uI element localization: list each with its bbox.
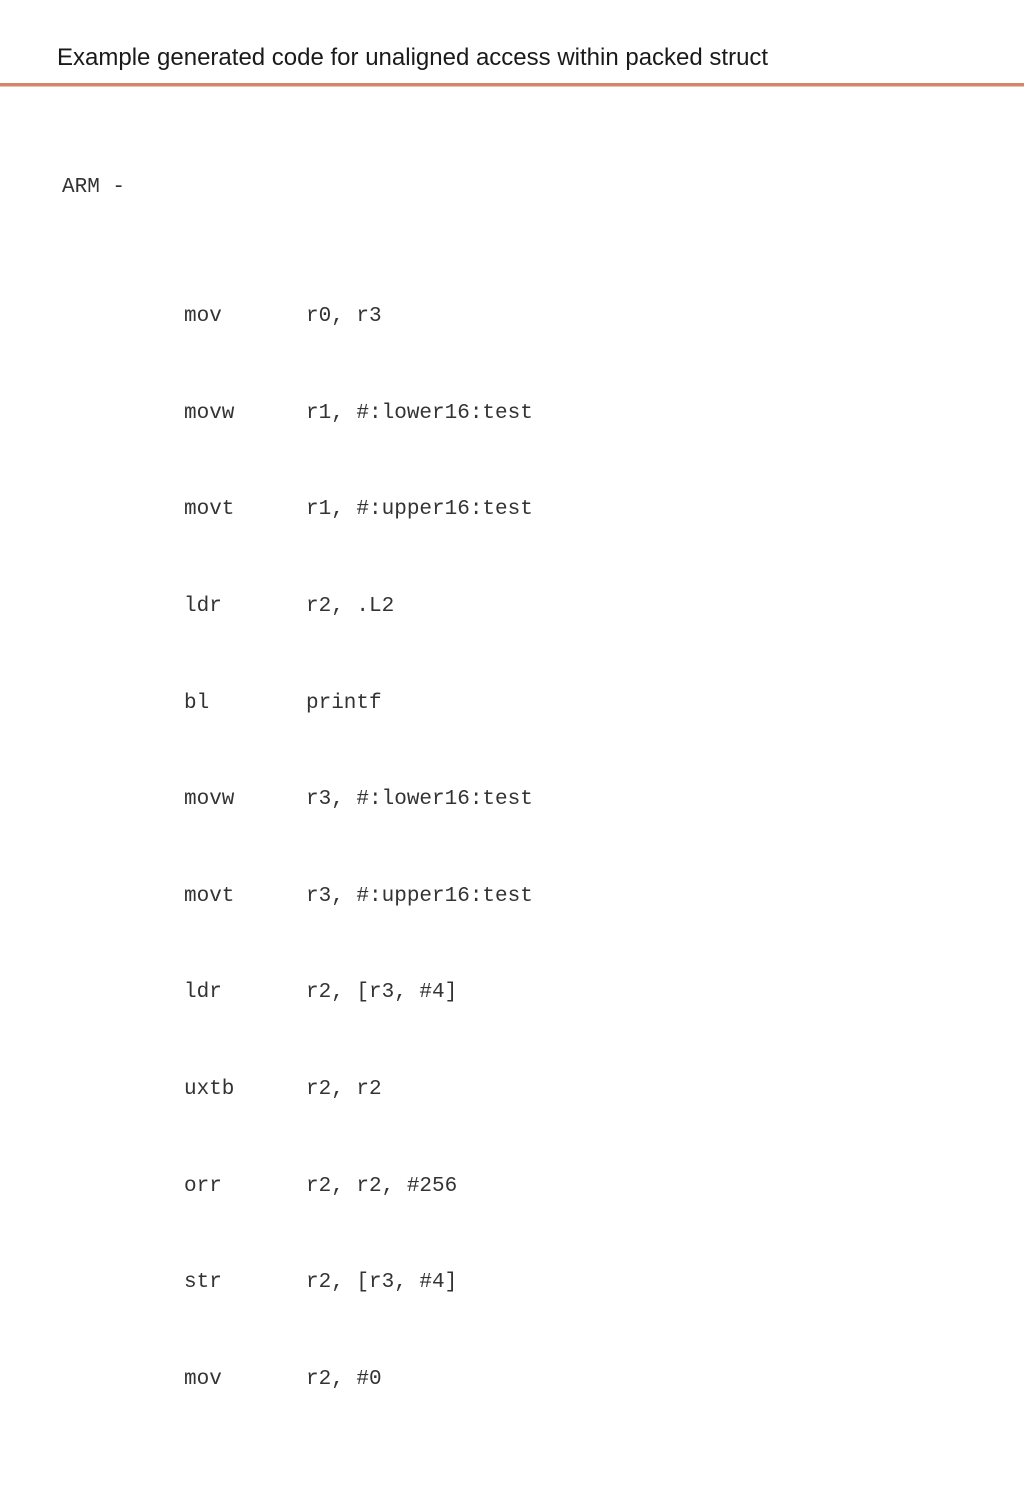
instruction-mnemonic: movt bbox=[184, 884, 235, 908]
code-line: ldr r2, [r3, #4] bbox=[62, 977, 457, 1009]
title-divider bbox=[0, 83, 1024, 86]
code-line: bl printf bbox=[62, 688, 382, 720]
code-line: orr r2, r2, #256 bbox=[62, 1171, 457, 1203]
instruction-mnemonic: movw bbox=[184, 401, 235, 425]
code-line: mov r0, r3 bbox=[62, 301, 382, 333]
instruction-mnemonic: uxtb bbox=[184, 1077, 235, 1101]
instruction-operands: r3, #:lower16:test bbox=[306, 788, 533, 812]
instruction-operands: r3, #:upper16:test bbox=[306, 884, 533, 908]
instruction-operands: r2, [r3, #4] bbox=[306, 1271, 458, 1295]
code-line: ldr r2, .L2 bbox=[62, 591, 394, 623]
instruction-operands: r2, r2 bbox=[306, 1077, 382, 1101]
title-divider-shadow bbox=[0, 86, 1024, 87]
instruction-operands: r0, r3 bbox=[306, 305, 382, 329]
code-line: movt r1, #:upper16:test bbox=[62, 494, 533, 526]
instruction-mnemonic: movw bbox=[184, 788, 235, 812]
code-line: movw r1, #:lower16:test bbox=[62, 398, 533, 430]
instruction-operands: r2, .L2 bbox=[306, 594, 395, 618]
instruction-operands: r1, #:lower16:test bbox=[306, 401, 533, 425]
instruction-mnemonic: movt bbox=[184, 498, 235, 522]
code-line: str r2, [r3, #4] bbox=[62, 1267, 457, 1299]
instruction-mnemonic: mov bbox=[184, 1367, 222, 1391]
code-line: movt r3, #:upper16:test bbox=[62, 881, 533, 913]
code-line: uxtb r2, r2 bbox=[62, 1074, 382, 1106]
code-line: movw r3, #:lower16:test bbox=[62, 784, 533, 816]
instruction-mnemonic: bl bbox=[184, 691, 210, 715]
instruction-operands: printf bbox=[306, 691, 382, 715]
instruction-mnemonic: mov bbox=[184, 305, 222, 329]
code-header: ARM - bbox=[62, 176, 126, 200]
slide-title: Example generated code for unaligned acc… bbox=[57, 44, 769, 71]
instruction-mnemonic: str bbox=[184, 1271, 222, 1295]
instruction-mnemonic: orr bbox=[184, 1174, 222, 1198]
instruction-operands: r1, #:upper16:test bbox=[306, 498, 533, 522]
instruction-operands: r2, [r3, #4] bbox=[306, 981, 458, 1005]
code-line: mov r2, #0 bbox=[62, 1364, 382, 1396]
instruction-mnemonic: ldr bbox=[184, 981, 222, 1005]
instruction-operands: r2, r2, #256 bbox=[306, 1174, 458, 1198]
code-block: ARM - mov r0, r3 movw r1, #:lower16:test… bbox=[62, 108, 533, 1428]
instruction-operands: r2, #0 bbox=[306, 1367, 382, 1391]
instruction-mnemonic: ldr bbox=[184, 594, 222, 618]
